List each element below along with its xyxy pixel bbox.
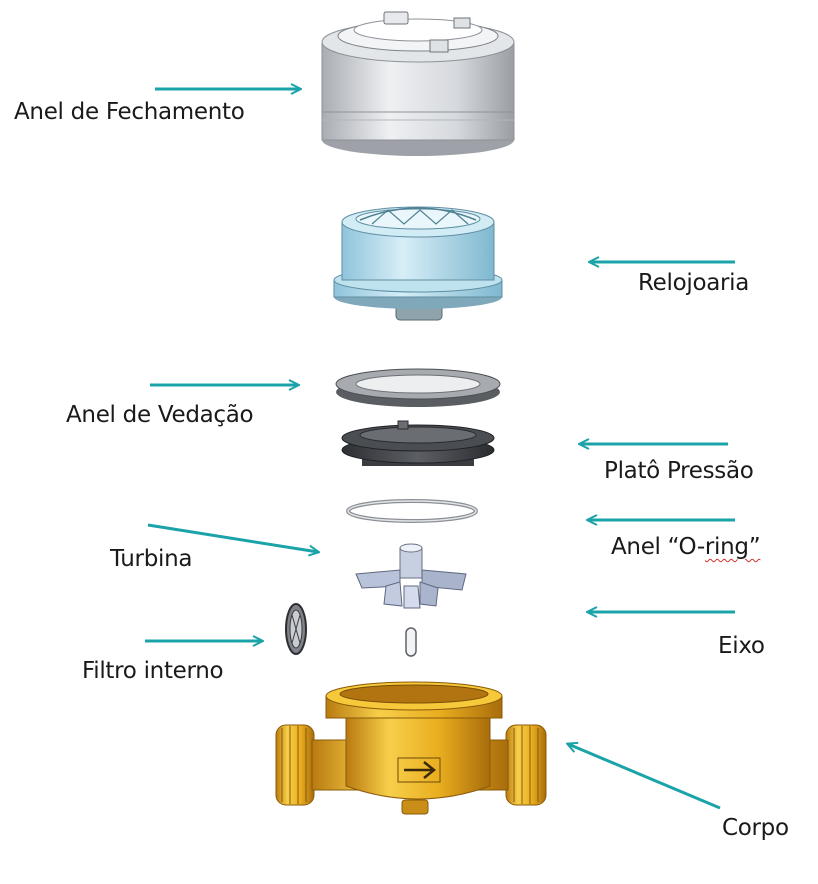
anel-vedacao-part xyxy=(335,368,501,407)
label-turbina: Turbina xyxy=(110,546,193,572)
corpo-part xyxy=(275,681,547,815)
arrow-turbina xyxy=(147,523,318,552)
label-relojoaria: Relojoaria xyxy=(638,270,750,296)
o-ring-part xyxy=(346,499,478,523)
label-plato-pressao: Platô Pressão xyxy=(604,458,754,484)
label-anel-vedacao: Anel de Vedação xyxy=(66,402,254,428)
label-eixo: Eixo xyxy=(718,633,765,659)
label-anel-oring: Anel “O-ring” xyxy=(611,534,761,560)
eixo-part xyxy=(405,627,417,657)
anel-fechamento-part xyxy=(321,11,515,156)
arrow-corpo xyxy=(568,744,721,810)
label-anel-oring-prefix: Anel “O- xyxy=(611,534,705,560)
label-corpo: Corpo xyxy=(722,815,789,841)
relojoaria-part xyxy=(333,206,503,321)
label-anel-fechamento: Anel de Fechamento xyxy=(14,99,245,125)
label-anel-oring-suffix: ring” xyxy=(704,534,761,560)
filtro-interno-part xyxy=(285,603,307,655)
turbina-part xyxy=(355,543,467,609)
plato-pressao-part xyxy=(341,420,495,466)
label-filtro-interno: Filtro interno xyxy=(82,658,224,684)
